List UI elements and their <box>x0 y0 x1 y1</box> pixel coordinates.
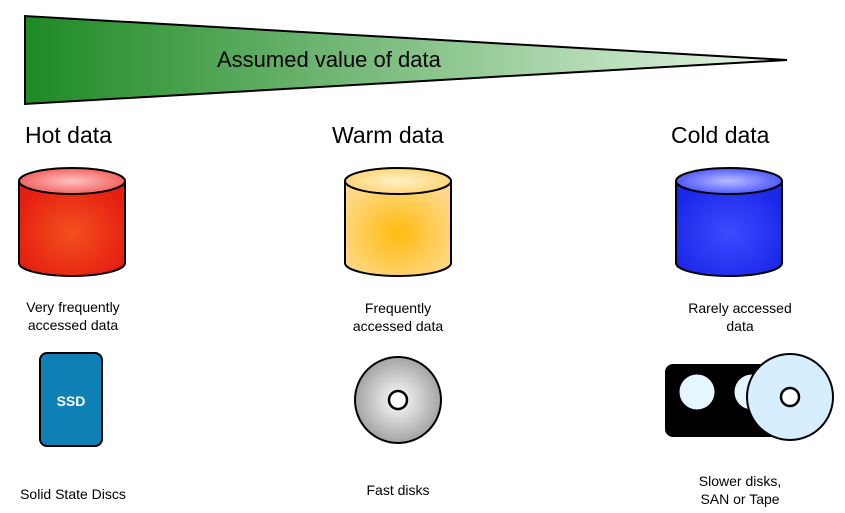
cold-data-cylinder-icon <box>675 167 783 277</box>
warm-data-heading: Warm data <box>332 122 444 148</box>
hot-data-heading: Hot data <box>25 122 112 148</box>
hot-data-cylinder-icon <box>18 167 126 277</box>
ssd-icon-label: SSD <box>57 393 86 409</box>
hot-storage-caption: Solid State Discs <box>20 486 126 502</box>
warm-data-cylinder-icon <box>344 167 452 277</box>
cold-data-heading: Cold data <box>671 122 770 148</box>
warm-access-caption: Frequently accessed data <box>352 300 444 334</box>
cold-access-caption: Rarely accessed data <box>688 300 792 334</box>
disk-icon <box>354 356 442 444</box>
warm-storage-caption: Fast disks <box>366 482 430 498</box>
value-gradient-wedge <box>24 14 788 106</box>
banner-label: Assumed value of data <box>217 47 441 72</box>
hot-access-caption: Very frequently accessed data <box>26 299 120 333</box>
cold-storage-caption: Slower disks, SAN or Tape <box>698 473 782 507</box>
tape-icon <box>665 353 834 441</box>
ssd-icon: SSD <box>39 352 103 447</box>
